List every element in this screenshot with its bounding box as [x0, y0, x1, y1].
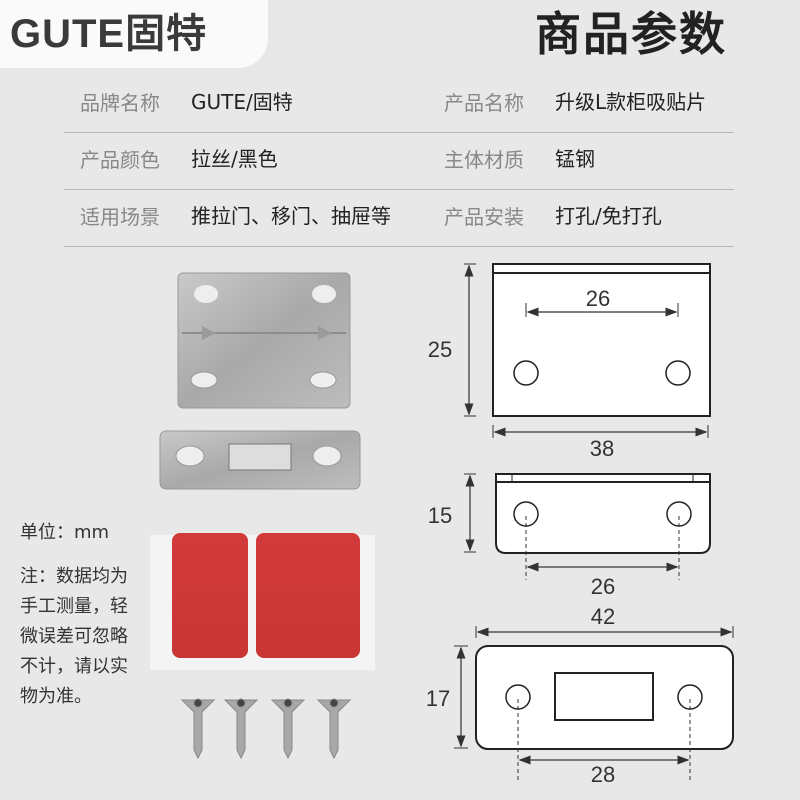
dim-hole-spacing: 26 — [586, 286, 610, 311]
spec-value: 拉丝/黑色 — [191, 147, 278, 171]
spec-row: 品牌名称 GUTE/固特 产品名称 升级L款柜吸贴片 — [64, 76, 734, 133]
logo-cn: 固特 — [125, 12, 208, 56]
l-bracket-icon — [177, 272, 351, 409]
spec-label: 适用场景 — [80, 205, 160, 229]
spec-label: 产品颜色 — [80, 148, 160, 172]
spec-row: 适用场景 推拉门、移门、抽屉等 产品安装 打孔/免打孔 — [64, 190, 734, 247]
spec-table: 品牌名称 GUTE/固特 产品名称 升级L款柜吸贴片 产品颜色 拉丝/黑色 主体… — [64, 76, 734, 247]
spec-label: 品牌名称 — [80, 91, 160, 115]
logo-area: GUTE固特 — [0, 0, 268, 68]
dim-height: 17 — [426, 686, 450, 711]
spec-label: 主体材质 — [444, 148, 524, 172]
note-line: 手工测量，轻 — [20, 596, 128, 617]
dim-height: 15 — [428, 503, 452, 528]
note-line: 物为准。 — [20, 686, 92, 707]
magnet-plate-icon — [159, 430, 361, 490]
dim-width: 42 — [591, 604, 615, 629]
bracket-front-diagram: 26 25 38 — [428, 263, 711, 461]
spec-label: 产品名称 — [444, 91, 524, 115]
logo-text: GUTE — [10, 12, 126, 56]
note-line: 注：数据均为 — [20, 566, 128, 587]
note-line: 不计，请以实 — [20, 656, 128, 677]
spec-value: 锰钢 — [555, 147, 595, 171]
bracket-side-diagram: 26 15 — [428, 473, 711, 599]
adhesive-pads-icon — [150, 533, 375, 670]
product-photo — [150, 272, 375, 760]
spec-value: 升级L款柜吸贴片 — [555, 90, 707, 114]
spec-value: 打孔/免打孔 — [555, 204, 662, 228]
dim-height: 25 — [428, 337, 452, 362]
spec-row: 产品颜色 拉丝/黑色 主体材质 锰钢 — [64, 133, 734, 190]
screws-icon — [180, 698, 352, 760]
brand-logo: GUTE固特 — [10, 10, 207, 58]
dim-width: 38 — [590, 436, 614, 461]
dim-hole-spacing: 26 — [591, 574, 615, 599]
page-title: 商品参数 — [535, 7, 727, 61]
spec-label: 产品安装 — [444, 205, 524, 229]
dim-hole-spacing: 28 — [591, 762, 615, 787]
spec-value: GUTE/固特 — [191, 90, 293, 114]
spec-value: 推拉门、移门、抽屉等 — [191, 204, 391, 228]
unit-note: 单位：mm — [20, 522, 110, 543]
note-line: 微误差可忽略 — [20, 626, 128, 647]
magnet-plate-diagram: 42 28 17 — [426, 604, 734, 787]
